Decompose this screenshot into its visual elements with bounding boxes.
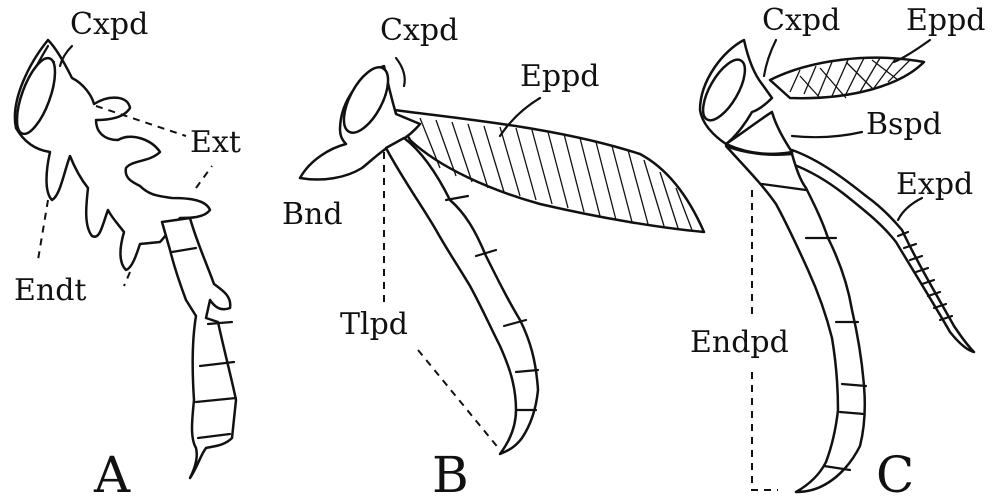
label-c-endopodite: Endpd bbox=[690, 325, 789, 360]
label-a-endite: Endt bbox=[14, 273, 86, 308]
panel-label-b: B bbox=[432, 446, 469, 501]
label-b-epipodite: Eppd bbox=[520, 59, 600, 94]
label-c-basipodite: Bspd bbox=[866, 107, 942, 142]
panel-label-c: C bbox=[876, 446, 914, 501]
label-b-telopodite: Tlpd bbox=[340, 307, 408, 342]
panel-c-endopodite bbox=[726, 146, 865, 492]
label-a-exite: Ext bbox=[190, 125, 241, 160]
label-b-coxopodite: Cxpd bbox=[380, 13, 458, 48]
panel-a-segments bbox=[162, 218, 236, 478]
label-c-epipodite: Eppd bbox=[906, 3, 986, 38]
panel-label-a: A bbox=[93, 446, 131, 501]
label-a-coxopodite: Cxpd bbox=[70, 7, 148, 42]
label-c-exopodite: Expd bbox=[896, 167, 973, 202]
panel-a-drawing bbox=[9, 40, 236, 478]
label-b-basendite: Bnd bbox=[282, 197, 343, 232]
panel-b-drawing bbox=[300, 61, 704, 454]
label-c-coxopodite: Cxpd bbox=[762, 3, 840, 38]
